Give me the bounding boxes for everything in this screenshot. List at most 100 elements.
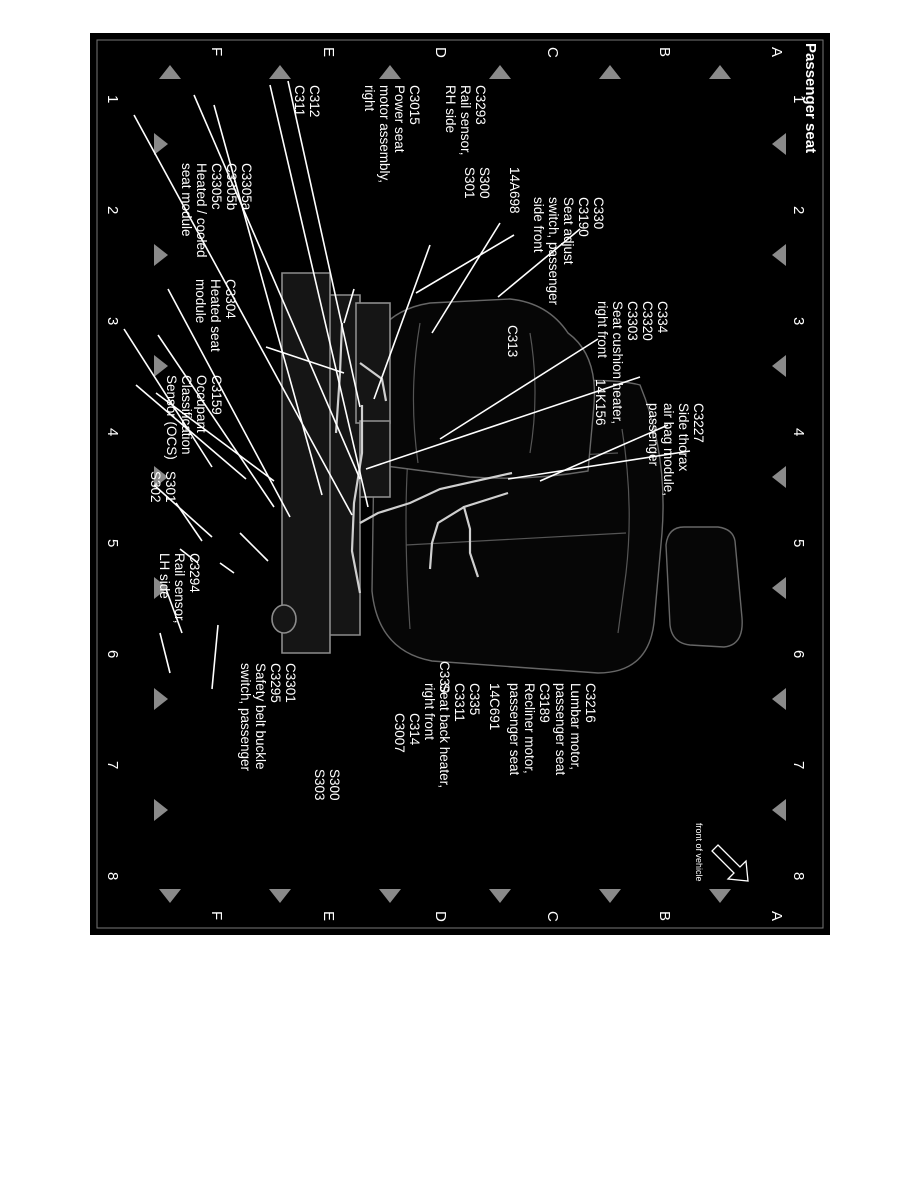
leader-line xyxy=(211,624,219,690)
column-label: 7 xyxy=(790,761,807,769)
grid-marker xyxy=(489,889,511,903)
leader-lines xyxy=(123,80,691,690)
seat-cushion-seam xyxy=(529,332,536,454)
seat-cushion-seam xyxy=(412,322,421,464)
leader-line xyxy=(153,484,213,538)
grid-marker xyxy=(709,65,731,79)
grid-marker xyxy=(154,133,168,155)
diagram-title: Passenger seat xyxy=(802,43,819,153)
column-label: 2 xyxy=(790,206,807,214)
callout-s300-top: S300 S301 xyxy=(462,167,492,202)
grid-marker xyxy=(154,244,168,266)
row-labels-right: A B C D E F xyxy=(208,911,785,922)
leader-line xyxy=(269,84,369,508)
callout-c3301: C3301 C3295 Safety belt buckle switch, p… xyxy=(238,663,298,773)
leader-line xyxy=(373,244,431,400)
grid-marker xyxy=(154,799,168,821)
callout-c3293: C3293 Rail sensor, RH side xyxy=(443,85,488,159)
column-label: 1 xyxy=(104,95,121,103)
column-label: 3 xyxy=(790,317,807,325)
leader-line xyxy=(365,376,641,470)
grid-marker xyxy=(269,889,291,903)
leader-line xyxy=(431,222,501,334)
row-labels-left: A B C D E F xyxy=(208,47,785,58)
leader-line xyxy=(287,80,361,408)
column-label: 5 xyxy=(790,539,807,547)
grid-marker xyxy=(772,799,786,821)
row-label: E xyxy=(320,911,337,921)
leader-line xyxy=(175,502,203,542)
column-label: 5 xyxy=(104,539,121,547)
column-label: 6 xyxy=(104,650,121,658)
row-label: C xyxy=(544,47,561,58)
leader-line xyxy=(497,228,581,298)
callout-c313: C313 xyxy=(505,325,520,357)
leader-line xyxy=(239,532,269,562)
column-label: 3 xyxy=(104,317,121,325)
leader-line xyxy=(165,588,183,634)
front-of-vehicle-indicator: front of vehicle xyxy=(694,823,749,882)
leader-line xyxy=(439,338,599,440)
grid-markers xyxy=(154,65,786,903)
leader-line xyxy=(157,334,275,508)
callout-c3227: C3227 Side thorax air bag module, passen… xyxy=(646,403,706,500)
callout-c339: C339 xyxy=(437,661,452,693)
rail-end xyxy=(271,604,297,634)
row-label: E xyxy=(320,47,337,57)
grid-marker xyxy=(154,688,168,710)
seat-back-seam xyxy=(617,428,630,634)
grid-marker xyxy=(599,65,621,79)
leader-line xyxy=(135,384,247,480)
leader-line xyxy=(343,288,355,324)
callout-s301: S301 S302 xyxy=(148,471,178,506)
callout-c312: C312 C311 xyxy=(292,85,322,121)
callout-c330: C330 C3190 Seat adjust switch, passenger… xyxy=(531,197,606,309)
grid-marker xyxy=(159,889,181,903)
diagram-panel: Passenger seat xyxy=(90,33,830,935)
wiring-diagram: Passenger seat xyxy=(96,39,824,929)
callout-c3189: C3189 Recliner motor, passenger seat xyxy=(507,683,552,778)
callout-c3015: C3015 Power seat motor assembly, right xyxy=(362,85,422,187)
leader-line xyxy=(123,328,213,468)
callout-c3159: C3159 Occupant Classification Sensor (OC… xyxy=(164,375,224,460)
grid-marker xyxy=(379,65,401,79)
leader-line xyxy=(507,450,691,480)
leader-line xyxy=(539,424,669,482)
grid-marker xyxy=(772,133,786,155)
seat-headrest xyxy=(665,526,743,648)
grid-marker xyxy=(159,65,181,79)
callout-14c691: 14C691 xyxy=(487,683,502,730)
seat-module xyxy=(359,420,391,498)
column-labels-bottom: 1 2 3 4 5 6 7 8 xyxy=(104,95,121,880)
grid-marker xyxy=(772,688,786,710)
row-label: A xyxy=(768,911,785,921)
row-label: D xyxy=(432,47,449,58)
column-label: 2 xyxy=(104,206,121,214)
grid-marker xyxy=(269,65,291,79)
leader-line xyxy=(219,562,235,574)
callout-s300-bottom: S300 S303 xyxy=(312,769,342,804)
row-label: D xyxy=(432,911,449,922)
row-label: B xyxy=(656,47,673,57)
grid-marker xyxy=(154,577,168,599)
column-label: 8 xyxy=(790,872,807,880)
leader-line xyxy=(133,114,353,516)
leader-line xyxy=(159,632,171,674)
seat-rail xyxy=(281,272,331,654)
row-label: A xyxy=(768,47,785,57)
harness-wire xyxy=(359,471,513,524)
harness-wire xyxy=(428,506,465,570)
callout-c3305: C3305a C3305b C3305c Heated / cooled sea… xyxy=(179,163,254,261)
column-label: 4 xyxy=(104,428,121,436)
row-label: F xyxy=(208,911,225,920)
row-label: F xyxy=(208,47,225,56)
grid-marker xyxy=(772,577,786,599)
front-of-vehicle-label: front of vehicle xyxy=(694,823,704,882)
grid-marker xyxy=(772,466,786,488)
grid-marker xyxy=(709,889,731,903)
seat-illustration xyxy=(271,272,743,674)
rotated-diagram: Passenger seat xyxy=(90,33,830,935)
column-label: 4 xyxy=(790,428,807,436)
leader-line xyxy=(193,94,361,480)
grid-marker xyxy=(599,889,621,903)
